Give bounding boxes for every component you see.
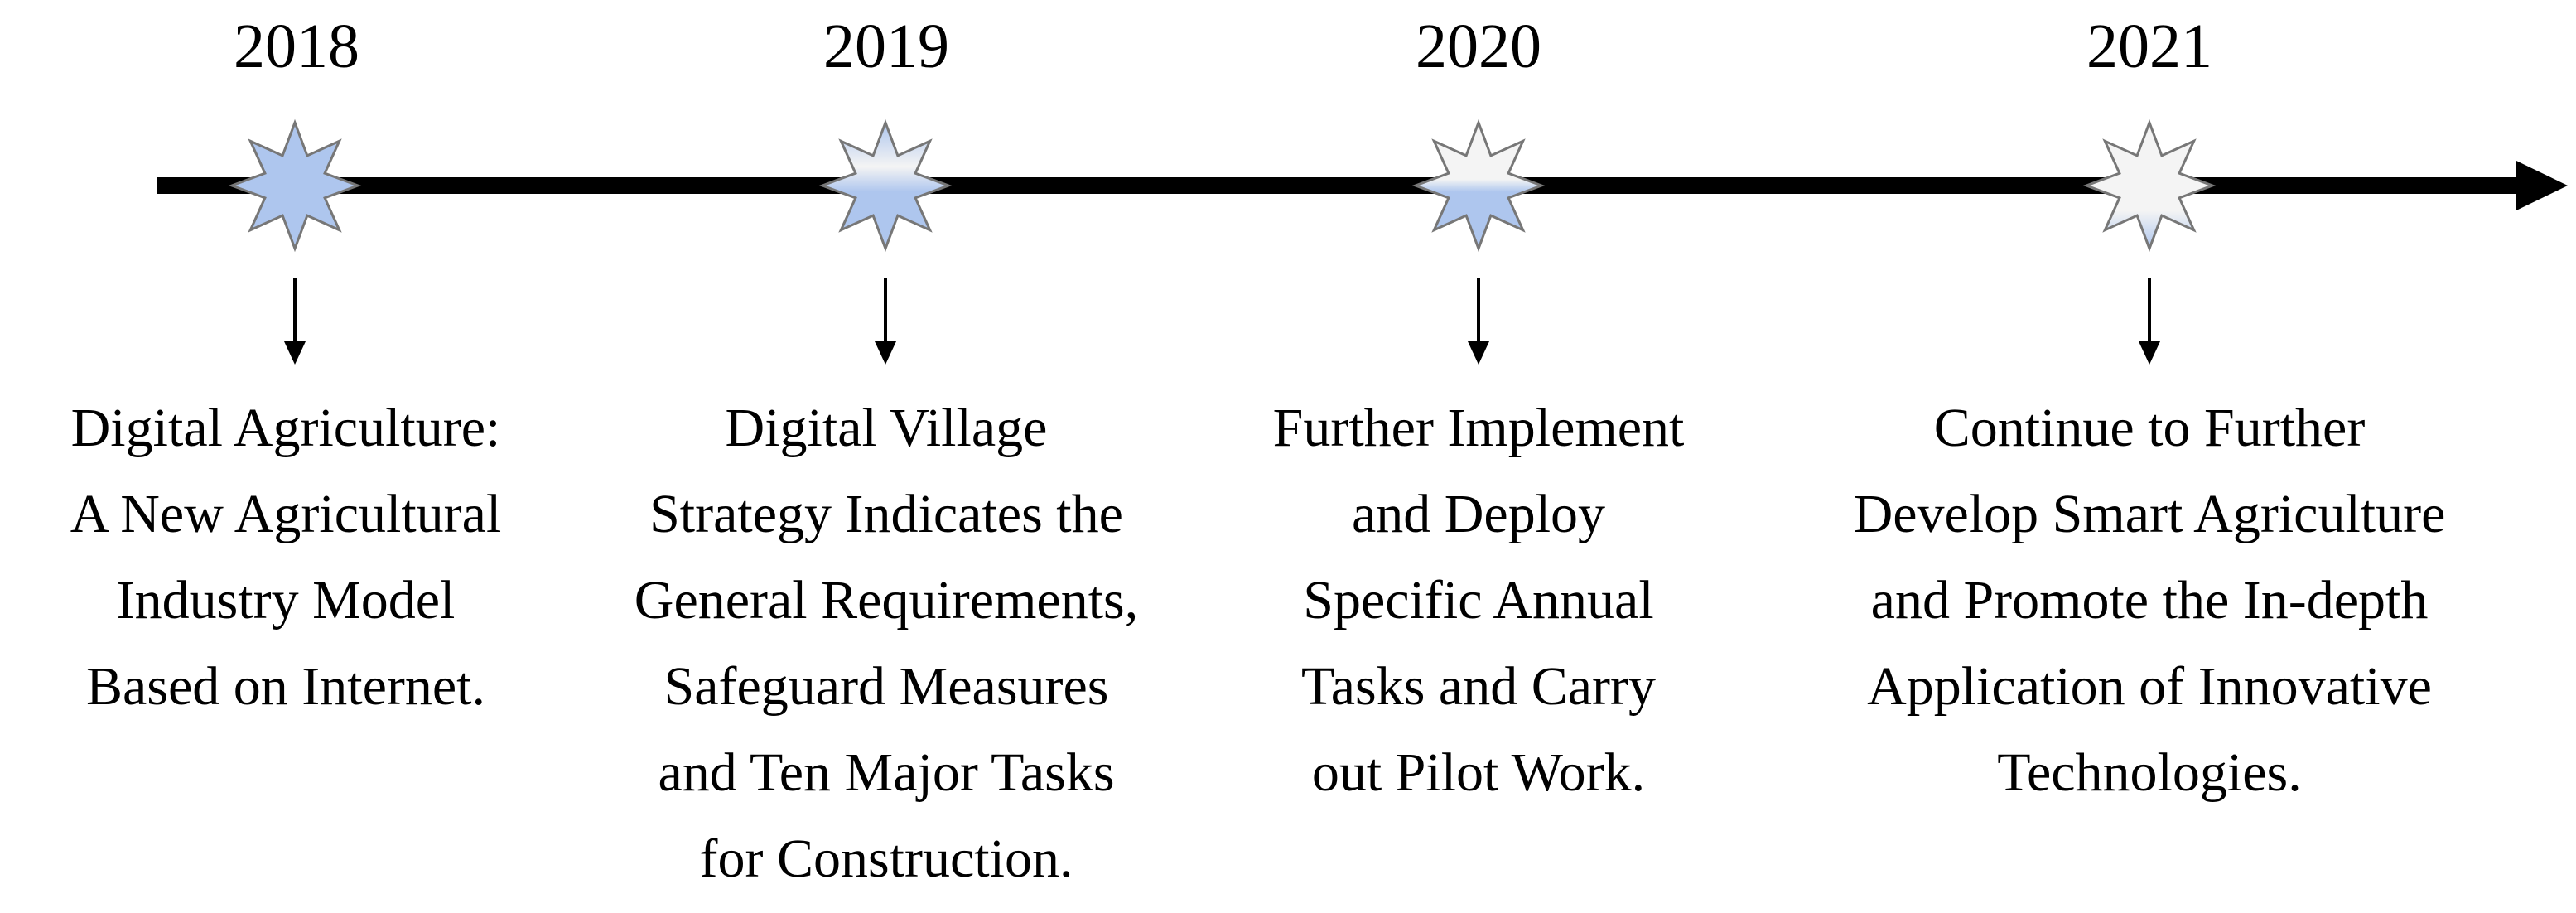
connector-arrow-2018 <box>284 278 306 365</box>
milestone-description: Digital Village Strategy Indicates the G… <box>634 398 1139 889</box>
milestone-description: Continue to Further Develop Smart Agricu… <box>1853 398 2446 803</box>
milestone-description: Further Implement and Deploy Specific An… <box>1272 398 1685 803</box>
milestone-year: 2021 <box>2086 12 2212 81</box>
milestone-year: 2018 <box>234 12 359 81</box>
milestone-star-2020 <box>1411 118 1546 253</box>
timeline-arrowhead <box>2516 161 2568 210</box>
milestone-year: 2020 <box>1416 12 1541 81</box>
connector-arrow-2020 <box>1468 278 1489 365</box>
milestone-star-2019 <box>818 118 953 253</box>
connector-arrow-2021 <box>2139 278 2160 365</box>
milestone-star-2021 <box>2082 118 2217 253</box>
milestone-description: Digital Agriculture: A New Agricultural … <box>70 398 502 717</box>
connector-arrow-2019 <box>875 278 896 365</box>
milestone-star-2018 <box>228 118 362 253</box>
milestone-year: 2019 <box>823 12 949 81</box>
